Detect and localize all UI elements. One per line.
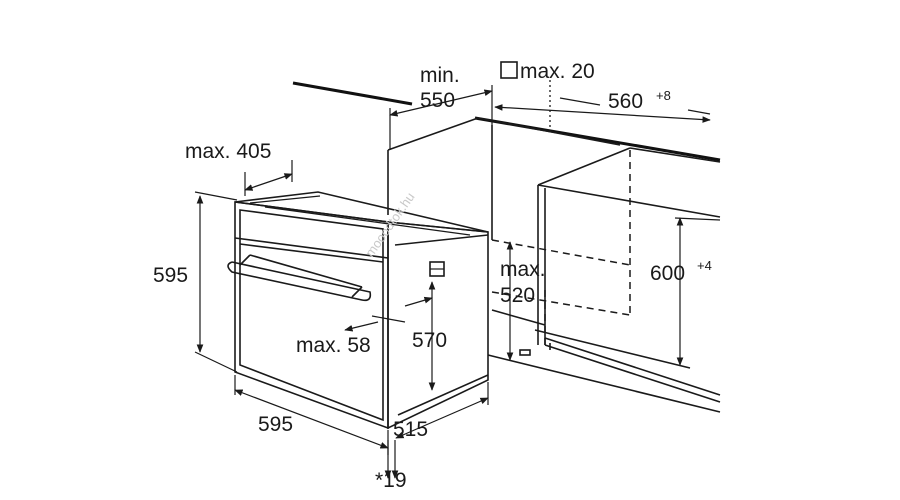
- square-icon: [500, 61, 518, 79]
- label-560-tolerance: +8: [656, 88, 671, 103]
- label-max-20: max. 20: [520, 60, 595, 83]
- dimension-lines: [194, 80, 721, 479]
- label-570: 570: [412, 329, 447, 352]
- label-600: 600: [650, 262, 685, 285]
- label-595-height: 595: [153, 264, 188, 287]
- label-595-width: 595: [258, 413, 293, 436]
- label-min-550-value: 550: [420, 89, 455, 112]
- label-min-550: min.: [420, 64, 460, 87]
- oven: [227, 191, 489, 430]
- label-515: 515: [393, 418, 428, 441]
- label-max-58: max. 58: [296, 334, 371, 357]
- label-600-tolerance: +4: [697, 258, 712, 273]
- label-560: 560: [608, 90, 643, 113]
- label-max-405: max. 405: [185, 140, 271, 163]
- label-max-520: max.: [500, 258, 546, 281]
- label-19: *19: [375, 469, 407, 492]
- label-max-520-value: 520: [500, 284, 535, 307]
